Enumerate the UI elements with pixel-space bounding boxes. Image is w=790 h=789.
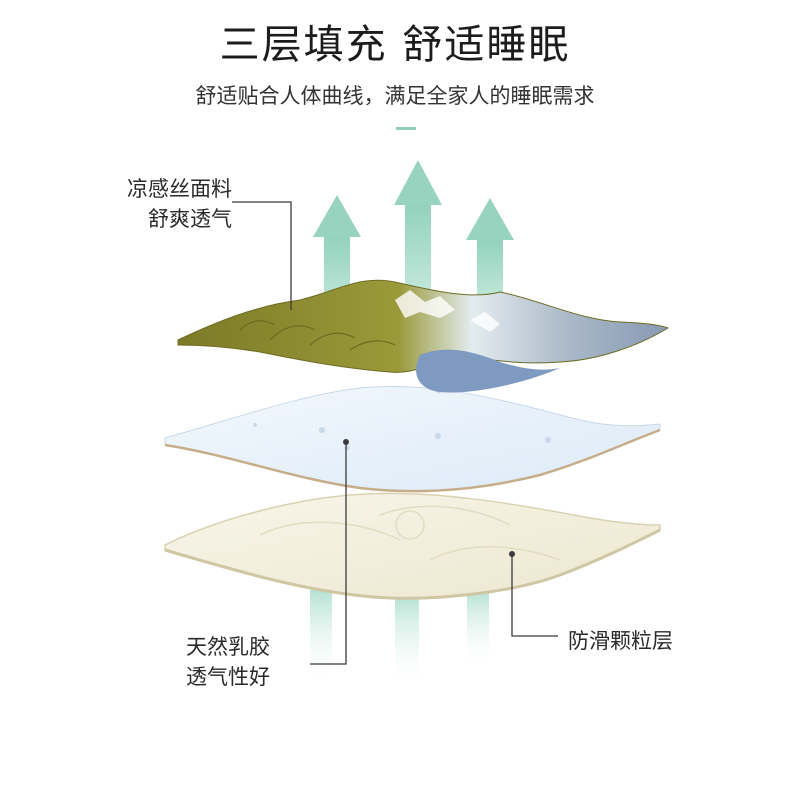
callout-lines — [232, 201, 558, 665]
anti-slip-layer — [164, 492, 661, 600]
callout-cooling-fabric: 凉感丝面料 舒爽透气 — [100, 174, 232, 234]
callout-line: 天然乳胶 — [186, 635, 270, 659]
callout-line: 舒爽透气 — [148, 207, 232, 231]
callout-latex: 天然乳胶 透气性好 — [186, 632, 306, 692]
page-subtitle: 舒适贴合人体曲线，满足全家人的睡眠需求 — [195, 84, 595, 108]
accent-divider — [396, 127, 416, 130]
page-title: 三层填充 舒适睡眠 — [219, 22, 571, 68]
callout-dot — [343, 439, 349, 445]
latex-layer — [164, 385, 661, 493]
cooling-fabric-layer — [177, 279, 670, 393]
airflow-arrows-bottom — [310, 590, 489, 690]
callout-line: 透气性好 — [186, 665, 270, 689]
callout-line: 防滑颗粒层 — [568, 629, 673, 653]
callout-line: 凉感丝面料 — [127, 177, 232, 201]
callout-anti-slip: 防滑颗粒层 — [568, 626, 673, 656]
callout-dot — [509, 551, 515, 557]
